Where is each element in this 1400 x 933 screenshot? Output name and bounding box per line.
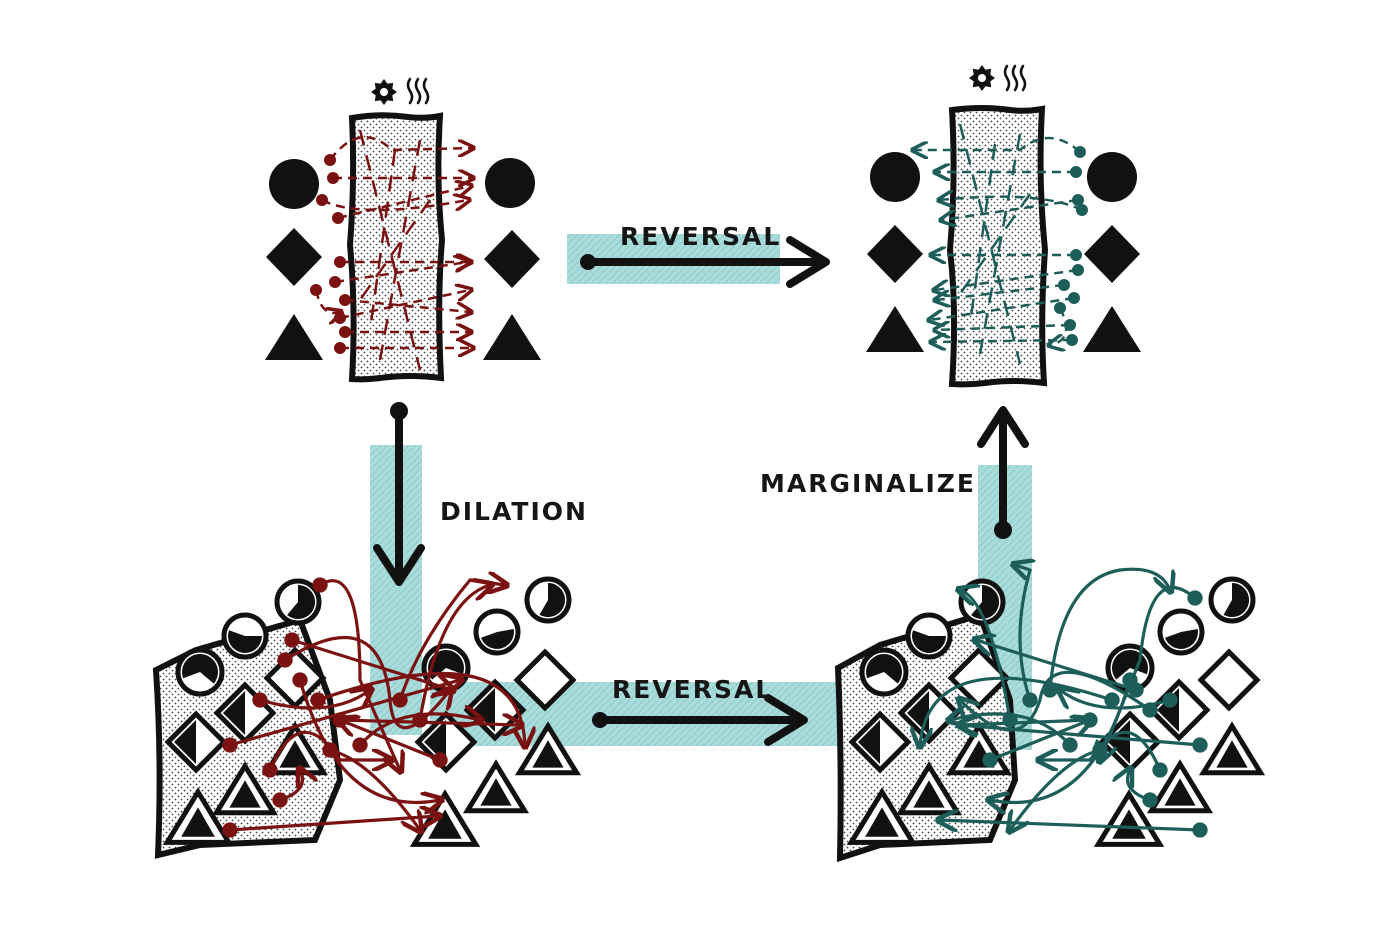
panel-bottom-left <box>152 579 582 859</box>
pie-wedge <box>866 654 903 684</box>
label-reversal-top: REVERSAL <box>620 222 781 251</box>
inner-triangle <box>229 780 261 808</box>
forward-dashed-arrows <box>316 129 472 371</box>
reverse-solid-arrows <box>920 565 1200 830</box>
inner-triangle <box>865 807 899 837</box>
dilated-shapes <box>846 576 1266 847</box>
dashed-trajectory <box>368 149 397 331</box>
panel-top-right <box>866 64 1141 388</box>
dashed-trajectory <box>958 123 1022 365</box>
solid-arrow <box>1060 690 1170 708</box>
heat-wave <box>1003 64 1011 92</box>
inner-triangle <box>480 778 512 806</box>
label-dilation: DILATION <box>440 497 588 526</box>
pie-wedge <box>912 630 946 653</box>
heat-wave <box>406 77 414 105</box>
panel-top-left <box>265 77 541 383</box>
diamond-shape-left <box>266 228 322 286</box>
solid-arrow <box>280 770 303 800</box>
gear-icon <box>969 65 995 91</box>
inner-triangle <box>532 740 564 768</box>
inner-triangle <box>1216 740 1248 768</box>
solid-arrow <box>1128 770 1151 800</box>
diamond-shape-right <box>1084 225 1140 283</box>
gear-hole <box>978 74 986 82</box>
heat-waves-icon <box>406 77 430 105</box>
inner-triangle <box>913 780 945 808</box>
dashed-arrow <box>930 298 1074 320</box>
dashed-arrow <box>940 197 1082 210</box>
pie-wedge <box>1223 582 1250 617</box>
dashed-arrow <box>1050 308 1068 345</box>
pie-wedge <box>228 630 262 653</box>
arrow-marginalize <box>977 406 1029 539</box>
inner-triangle <box>181 807 215 837</box>
pie-wedge <box>287 584 316 619</box>
solid-arrow <box>1015 565 1030 700</box>
solid-arrow <box>1050 567 1170 690</box>
dashed-arrow <box>322 200 468 212</box>
arrow-bottom-reversal <box>592 694 808 746</box>
solid-arrow <box>320 581 400 770</box>
pie-wedge <box>539 582 566 617</box>
triangle-shape-right <box>483 314 541 360</box>
dashed-arrow <box>335 262 468 282</box>
label-reversal-bottom: REVERSAL <box>612 675 773 704</box>
circle-shape-left <box>269 159 319 209</box>
dashed-arrow <box>345 300 470 312</box>
diamond-shape-left <box>867 225 923 283</box>
dashed-trajectory <box>378 139 422 361</box>
inner-triangle <box>1164 778 1196 806</box>
gear-icon <box>371 79 397 105</box>
dashed-arrow <box>936 285 1064 300</box>
dashed-trajectory <box>358 129 422 371</box>
pie-wedge <box>182 654 219 684</box>
panel-bottom-right <box>834 565 1266 863</box>
diamond-half <box>174 720 196 764</box>
circle-shape-left <box>870 152 920 202</box>
heat-wave <box>1019 64 1027 92</box>
dashed-arrow <box>914 136 1080 152</box>
circle-shape-right <box>1087 152 1137 202</box>
triangle-shape-right <box>1083 306 1141 352</box>
dashed-arrow <box>316 290 340 313</box>
solid-arrow <box>318 671 525 745</box>
split-diamond <box>1197 648 1261 712</box>
arrow-top-reversal <box>580 236 830 288</box>
triangle-shape-left <box>265 314 323 360</box>
circle-shape-right <box>485 158 535 208</box>
solid-arrow <box>330 750 420 830</box>
heat-wave <box>414 77 422 105</box>
gear-hole <box>380 88 388 96</box>
dashed-trajectory <box>968 143 997 325</box>
diamond-half <box>858 720 880 764</box>
label-marginalize: MARGINALIZE <box>760 469 976 498</box>
heat-wave <box>422 77 430 105</box>
solid-arrow <box>1010 750 1100 830</box>
heat-waves-icon <box>1003 64 1027 92</box>
dashed-trajectory <box>358 199 432 301</box>
diamond-shape-right <box>484 230 540 288</box>
dashed-trajectory <box>978 133 1022 355</box>
reverse-dashed-arrows <box>914 123 1082 365</box>
heat-wave <box>1011 64 1019 92</box>
triangle-shape-left <box>866 306 924 352</box>
forward-solid-arrows <box>230 580 525 830</box>
dashed-trajectory <box>958 193 1032 295</box>
